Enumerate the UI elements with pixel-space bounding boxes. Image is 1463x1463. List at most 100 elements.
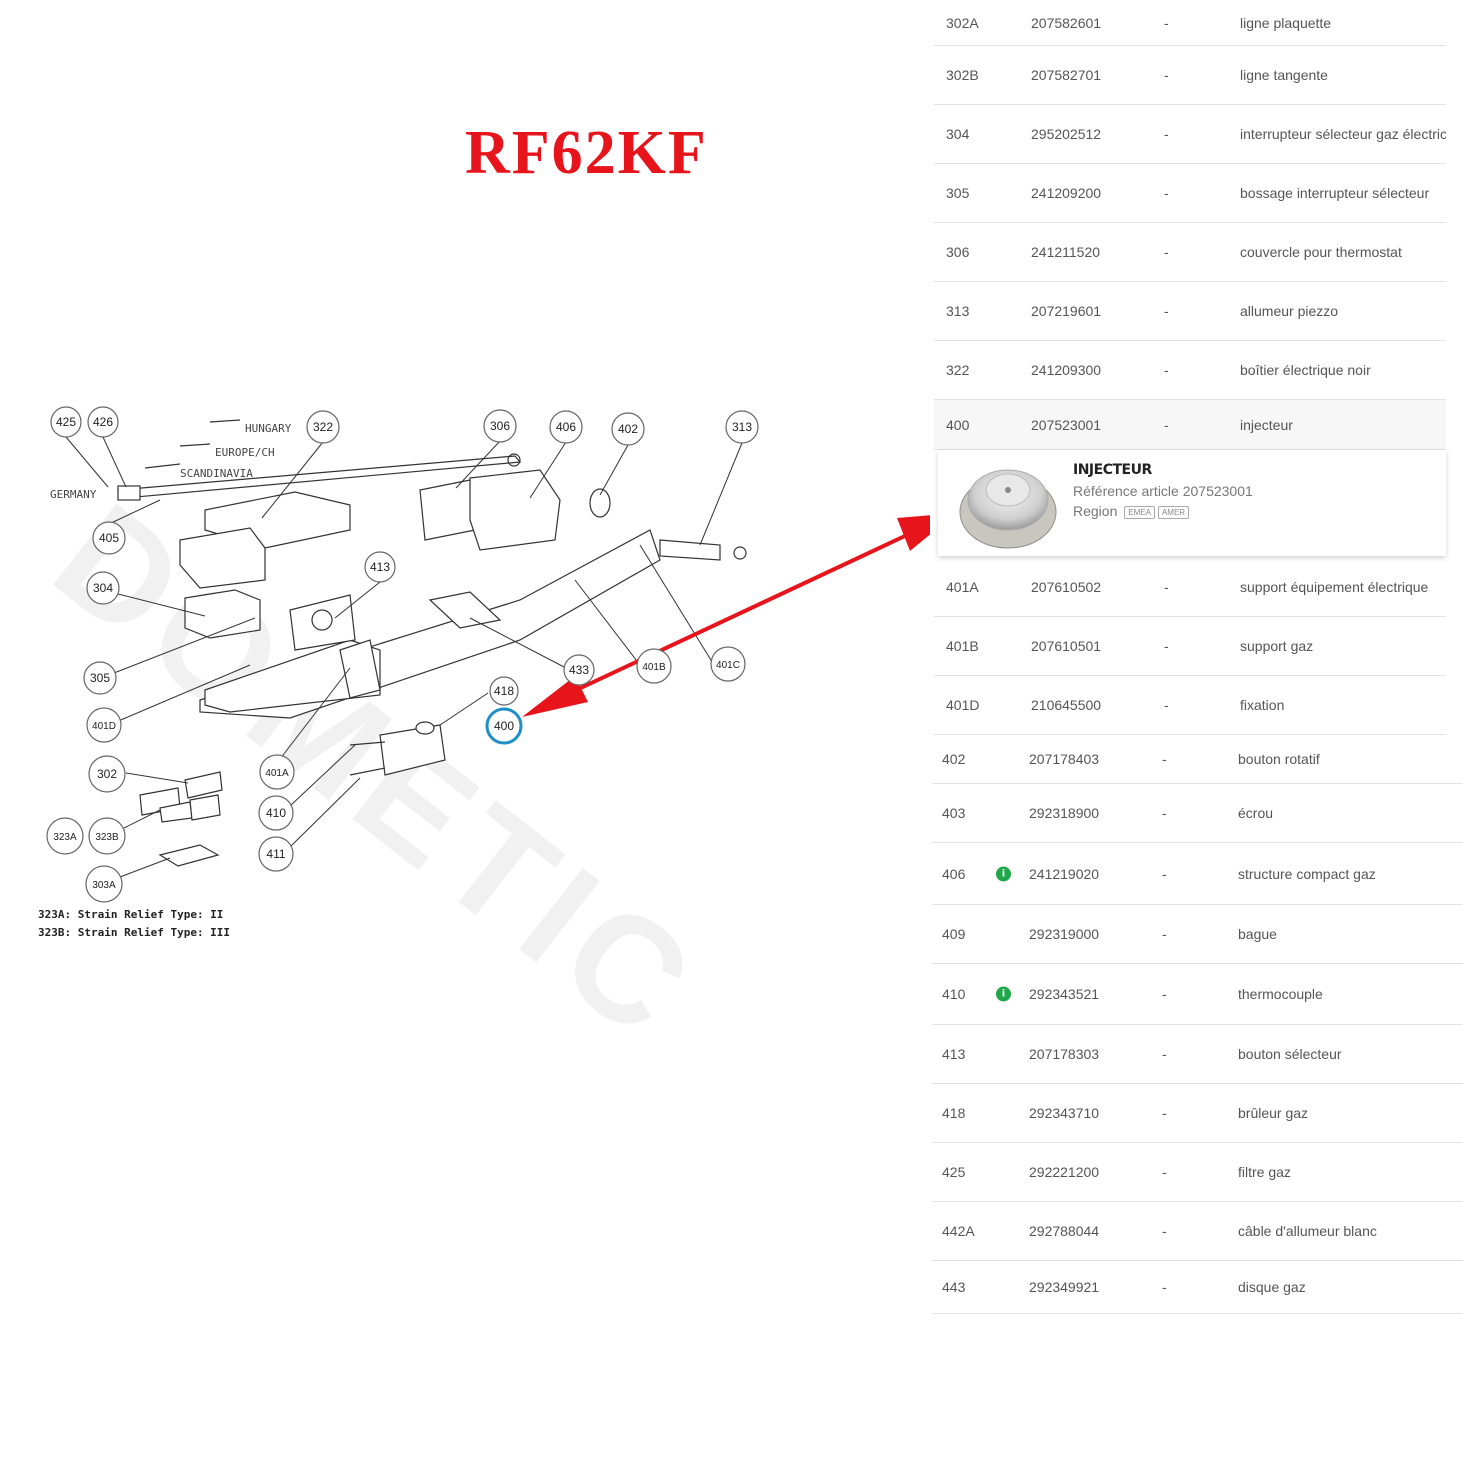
part-dash: - [1162, 986, 1167, 1002]
info-icon[interactable]: i [996, 986, 1011, 1002]
callout-label: 401A [265, 768, 289, 779]
part-description: allumeur piezzo [1240, 303, 1339, 319]
callout-405: 405 [92, 521, 126, 555]
part-dash: - [1162, 751, 1167, 767]
part-reference: 241211520 [1031, 244, 1101, 260]
part-reference: 207582601 [1031, 14, 1102, 31]
callout-label: 410 [266, 806, 286, 820]
part-reference: 207523001 [1031, 416, 1102, 433]
part-description: fixation [1240, 697, 1285, 713]
part-position: 410 [942, 986, 966, 1002]
callout-label: 405 [99, 531, 119, 545]
parts-row-304[interactable]: 304 295202512 - interrupteur sélecteur gaz … [934, 105, 1446, 164]
callout-425: 425 [50, 406, 82, 438]
part-dash: - [1164, 579, 1169, 595]
part-description: disque gaz [1238, 1279, 1306, 1295]
part-description: structure compact gaz [1238, 865, 1376, 882]
callout-323b: 323B [88, 817, 126, 855]
info-icon[interactable]: i [996, 866, 1011, 881]
callout-label: 400 [494, 719, 514, 733]
detail-region-label: Region [1073, 503, 1118, 519]
part-reference: 295202512 [1031, 126, 1102, 142]
callout-313: 313 [725, 410, 759, 444]
part-description: bossage interrupteur sélecteur [1240, 185, 1430, 201]
callout-411: 411 [258, 836, 294, 872]
part-description: ligne plaquette [1240, 14, 1332, 31]
callout-426: 426 [87, 406, 119, 438]
callout-label: 302 [97, 767, 117, 781]
callout-418: 418 [489, 676, 519, 706]
part-dash: - [1164, 67, 1169, 83]
callout-label: 322 [313, 420, 333, 434]
part-reference: 207178303 [1029, 1046, 1100, 1062]
callout-402: 402 [611, 412, 645, 446]
part-detail-card: INJECTEUR Référence article 207523001 Re… [938, 450, 1446, 556]
part-description: support équipement électrique [1240, 579, 1429, 595]
part-position: 304 [946, 126, 970, 142]
part-position: 401D [946, 697, 980, 713]
detail-ref-label: Référence article [1073, 483, 1179, 499]
part-dash: - [1164, 126, 1169, 142]
part-position: 400 [946, 416, 970, 433]
part-position: 305 [946, 185, 970, 201]
part-reference: 207610501 [1031, 638, 1102, 654]
part-position: 401B [946, 638, 979, 654]
callout-410: 410 [258, 795, 294, 831]
callout-401d: 401D [86, 707, 122, 743]
part-description: ligne tangente [1240, 67, 1328, 83]
callout-label: 426 [93, 415, 113, 429]
part-description: interrupteur sélecteur gaz électric [1240, 126, 1446, 142]
part-dash: - [1162, 1105, 1167, 1121]
callout-305: 305 [83, 661, 117, 695]
part-dash: - [1162, 1279, 1167, 1295]
legend-323a: 323A: Strain Relief Type: II [38, 908, 224, 921]
callout-413: 413 [364, 551, 396, 583]
part-position: 402 [942, 751, 966, 767]
model-title: RF62KF [465, 119, 708, 187]
part-position: 406 [942, 865, 966, 882]
part-reference: 207219601 [1031, 303, 1102, 319]
region-badge-emea: EMEA [1124, 505, 1155, 519]
detail-ref-value: 207523001 [1182, 483, 1253, 499]
part-reference: 292349921 [1029, 1279, 1100, 1295]
part-position: 442A [942, 1223, 975, 1239]
part-dash: - [1162, 1164, 1167, 1180]
part-position: 306 [946, 244, 970, 260]
callout-label: 306 [490, 419, 510, 433]
part-dash: - [1164, 638, 1169, 654]
part-description: câble d'allumeur blanc [1238, 1223, 1377, 1239]
callout-304: 304 [86, 571, 120, 605]
callout-label: 303A [92, 880, 116, 891]
callout-label: 323A [53, 832, 77, 843]
part-description: couvercle pour thermostat [1240, 244, 1402, 260]
callout-306: 306 [483, 409, 517, 443]
detail-reference: Référence article 207523001 [1073, 483, 1253, 499]
callout-401b: 401B [636, 648, 672, 684]
part-reference: 292318900 [1029, 805, 1100, 821]
callout-label: 425 [56, 415, 76, 429]
part-position: 403 [942, 805, 966, 821]
part-position: 322 [946, 362, 970, 378]
